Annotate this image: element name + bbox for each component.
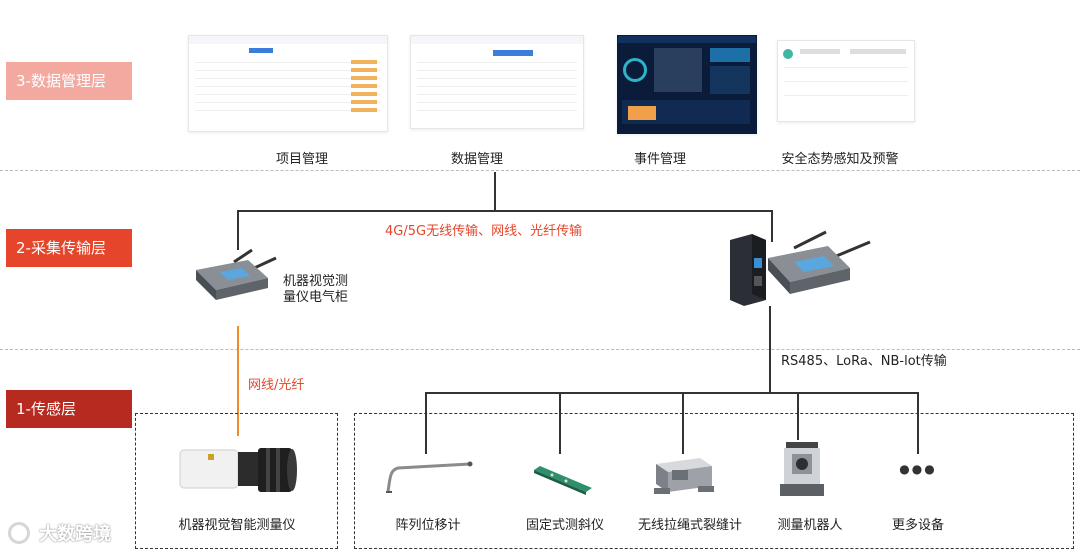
- connector-gateway-down: [769, 306, 771, 394]
- connector-to-gateway: [771, 210, 773, 242]
- management-item-project: 项目管理: [275, 152, 328, 167]
- layer-divider-top: [0, 170, 1080, 171]
- drop-array-displacement: [425, 392, 427, 454]
- cabinet-label-line1: 机器视觉测: [283, 274, 349, 289]
- drop-fixed-inclinometer: [559, 392, 561, 454]
- cabinet-label-line2: 量仪电气柜: [283, 290, 349, 305]
- measuring-robot-device: [778, 440, 826, 498]
- vision-sensor-label: 机器视觉智能测量仪: [178, 518, 296, 533]
- fixed-inclinometer-device: [532, 462, 594, 496]
- layer-label-sensing: 1-传感层: [6, 390, 132, 428]
- watermark-logo: 大数跨境: [8, 520, 158, 550]
- more-devices-icon: ●●●: [899, 462, 937, 476]
- layer-label-collection-transmission: 2-采集传输层: [6, 229, 132, 267]
- layer-label-data-management: 3-数据管理层: [6, 62, 132, 100]
- data-management-screenshot: [410, 35, 584, 129]
- sensor-label-more-devices: 更多设备: [891, 518, 944, 533]
- management-item-event: 事件管理: [633, 152, 686, 167]
- wireless-transmission-label: 4G/5G无线传输、网线、光纤传输: [385, 224, 583, 239]
- connector-to-cabinet: [237, 210, 239, 250]
- sensor-label-fixed-inclinometer: 固定式测斜仪: [525, 518, 604, 533]
- wire-crack-meter-device: [652, 452, 716, 498]
- sensor-label-wire-crack-meter: 无线拉绳式裂缝计: [638, 518, 743, 533]
- drop-wire-crack-meter: [682, 392, 684, 454]
- cable-label: 网线/光纤: [248, 378, 305, 393]
- management-item-security-warning: 安全态势感知及预警: [781, 152, 899, 167]
- vision-cabinet-device: [190, 248, 280, 306]
- vision-camera-device: [178, 444, 300, 496]
- sensor-bus: [425, 392, 919, 394]
- watermark-mark: [8, 522, 30, 544]
- project-management-screenshot: [188, 35, 388, 132]
- iot-sensor-group: [354, 413, 1074, 549]
- management-item-data: 数据管理: [450, 152, 503, 167]
- gateway-device: [730, 228, 875, 308]
- array-displacement-device: [384, 460, 476, 496]
- cable-connector: [237, 326, 239, 436]
- watermark-text: 大数跨境: [39, 524, 112, 545]
- sensor-label-array-displacement: 阵列位移计: [395, 518, 461, 533]
- vision-sensor-group: [135, 413, 338, 549]
- connector-horizontal-bus: [237, 210, 773, 212]
- drop-measuring-robot: [797, 392, 799, 440]
- sensor-protocol-label: RS485、LoRa、NB-lot传输: [781, 354, 947, 369]
- sensor-label-measuring-robot: 测量机器人: [777, 518, 843, 533]
- cabinet-label: 机器视觉测 量仪电气柜: [283, 274, 348, 306]
- drop-more-devices: [917, 392, 919, 454]
- security-situation-screenshot: [777, 40, 915, 122]
- connector-management-down: [494, 172, 496, 212]
- layer-divider-bottom: [0, 349, 1080, 350]
- event-management-dashboard-screenshot: [617, 35, 757, 134]
